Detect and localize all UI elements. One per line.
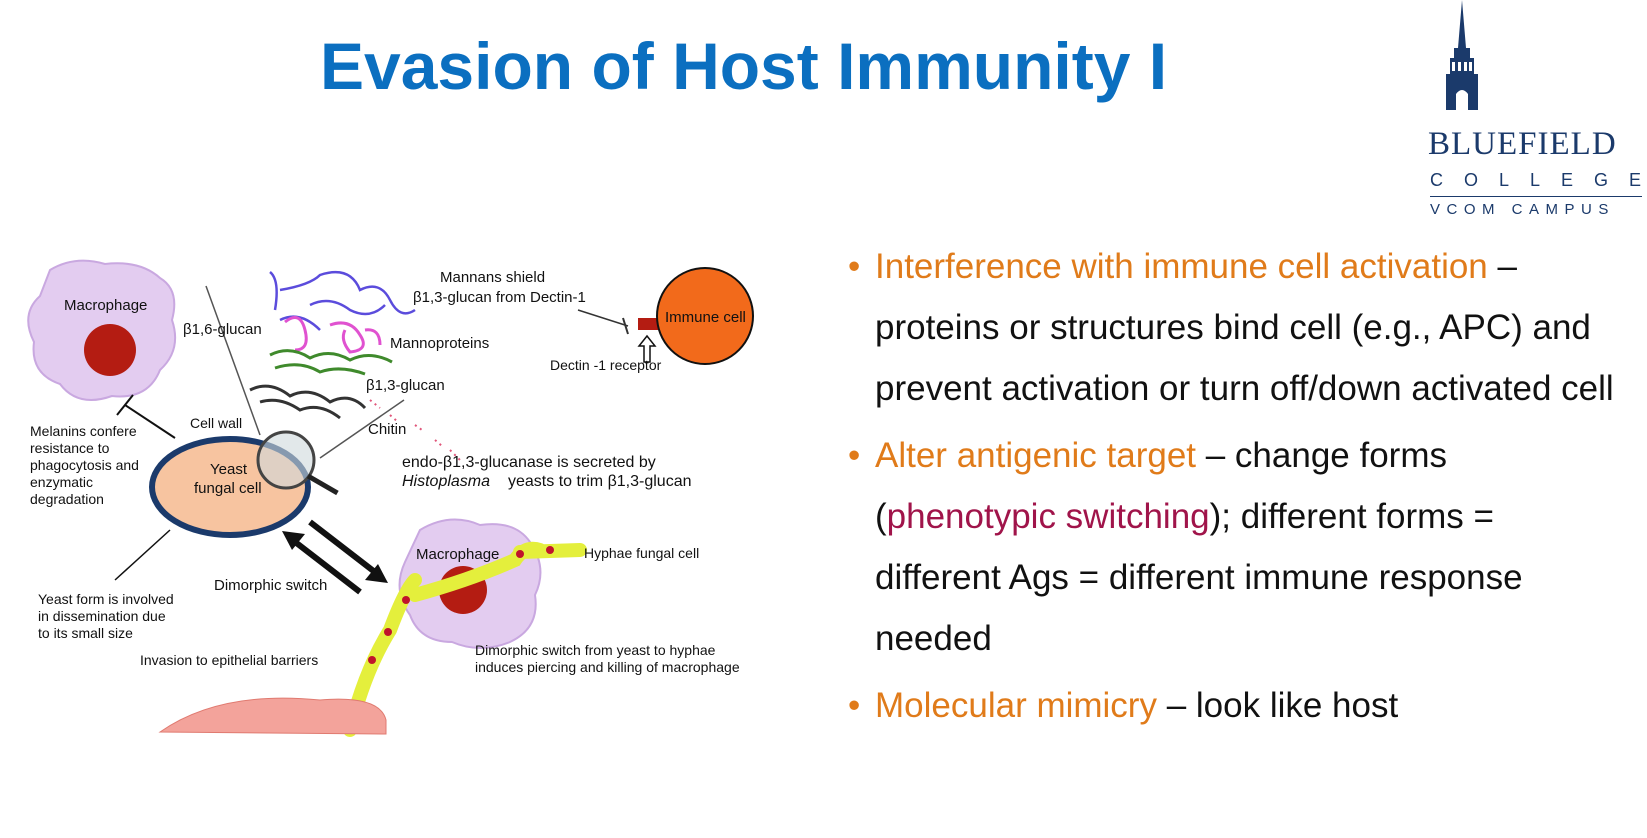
bullet-item-mimicry: • Molecular mimicry – look like host: [848, 675, 1618, 736]
logo-college: COLLEGE: [1430, 170, 1647, 190]
yeast-label-line2: fungal cell: [194, 480, 262, 497]
macrophage-top-nucleus-icon: [84, 324, 136, 376]
mannans-label-line2: β1,3-glucan from Dectin-1: [413, 289, 586, 306]
mannans-label-line1: Mannans shield: [440, 269, 545, 286]
bullet-text: – proteins or structures bind cell (e.g.…: [875, 247, 1614, 408]
bullet-dot-icon: •: [848, 686, 861, 725]
dimorphic-switch-label: Dimorphic switch: [214, 577, 327, 594]
b16-glucan-label: β1,6-glucan: [183, 321, 262, 338]
bullet-highlight: Alter antigenic target: [875, 436, 1197, 475]
yeast-form-line3: to its small size: [38, 625, 133, 641]
endo-label-line1: endo-β1,3-glucanase is secreted by: [402, 454, 656, 471]
macrophage-top-label: Macrophage: [64, 297, 147, 314]
melanins-line5: degradation: [30, 491, 104, 507]
dimorphic-desc-line1: Dimorphic switch from yeast to hyphae: [475, 642, 716, 658]
melanins-line1: Melanins confere: [30, 423, 137, 439]
bullet-item-antigenic: • Alter antigenic target – change forms …: [848, 425, 1618, 669]
dectin-receptor-icon: [638, 318, 660, 330]
mannoproteins-label: Mannoproteins: [390, 335, 489, 352]
yeast-form-line2: in dissemination due: [38, 608, 166, 624]
melanins-line2: resistance to: [30, 440, 110, 456]
dimorphic-desc-line2: induces piercing and killing of macropha…: [475, 659, 740, 675]
immune-cell-label: Immune cell: [665, 309, 746, 326]
bullet-text-before: – change forms (: [875, 436, 1447, 536]
melanins-line3: phagocytosis and: [30, 457, 139, 473]
endo-label-line2: yeasts to trim β1,3-glucan: [508, 473, 692, 490]
bluefield-tower-logo-icon: [1446, 0, 1478, 110]
yeast-form-line1: Yeast form is involved: [38, 591, 174, 607]
bullet-dot-icon: •: [848, 436, 861, 475]
bullet-dot-icon: •: [848, 247, 861, 286]
endo-label-histoplasma: Histoplasma: [402, 473, 490, 490]
chitin-label: Chitin: [368, 421, 406, 438]
logo-campus: VCOM CAMPUS: [1430, 201, 1615, 218]
bullet-highlight: Interference with immune cell activation: [875, 247, 1488, 286]
macrophage-bottom-label: Macrophage: [416, 546, 499, 563]
logo-divider: [1430, 196, 1642, 197]
melanins-line4: enzymatic: [30, 474, 93, 490]
b13-glucan-label: β1,3-glucan: [366, 377, 445, 394]
bullet-text-after: ); different forms = different Ags = dif…: [875, 497, 1523, 658]
bullet-item-interference: • Interference with immune cell activati…: [848, 236, 1618, 419]
immune-cell-icon: [656, 267, 754, 365]
hyphae-label: Hyphae fungal cell: [584, 545, 699, 561]
slide-title: Evasion of Host Immunity I: [320, 29, 1168, 103]
immune-evasion-diagram: Macrophage Immune cell Yeast fungal cell…: [27, 259, 754, 737]
logo-name: BLUEFIELD: [1428, 126, 1617, 162]
cell-wall-label: Cell wall: [190, 415, 242, 431]
bullet-highlight: Molecular mimicry: [875, 686, 1157, 725]
yeast-label-line1: Yeast: [210, 461, 248, 478]
epithelial-tissue-icon: [158, 697, 387, 735]
bullet-text: – look like host: [1156, 686, 1399, 725]
bullet-highlight-secondary: phenotypic switching: [886, 497, 1210, 536]
invasion-label: Invasion to epithelial barriers: [140, 652, 318, 668]
bullet-list: • Interference with immune cell activati…: [848, 236, 1618, 742]
magnifier-icon: [256, 430, 316, 490]
dectin-receptor-label: Dectin -1 receptor: [550, 357, 662, 373]
